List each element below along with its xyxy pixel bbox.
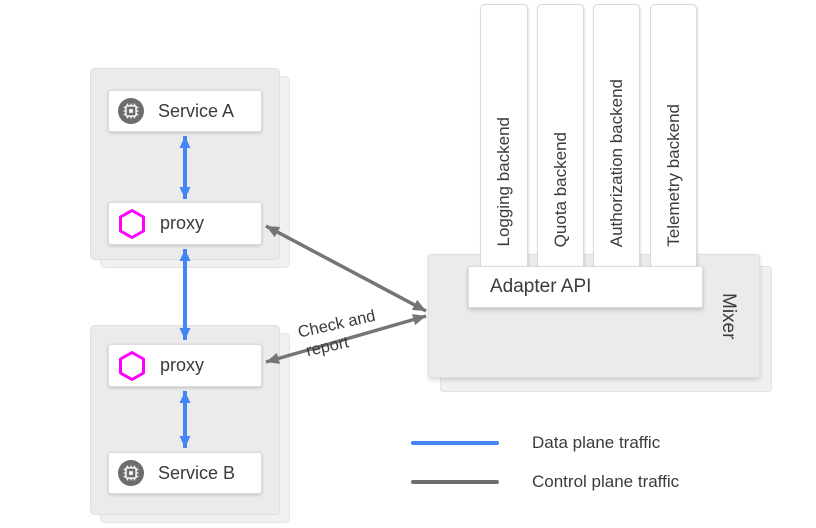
- data-plane-line-swatch: [411, 441, 499, 445]
- adapter-api-label: Adapter API: [490, 276, 592, 297]
- proxy-a-node: proxy: [108, 202, 262, 245]
- adapter-api-box: Adapter API: [468, 266, 703, 308]
- mixer-title: Mixer: [718, 292, 739, 340]
- proxy-hexagon-icon: [118, 208, 146, 240]
- control-plane-arrow-proxya-mixer: [265, 224, 427, 313]
- control-plane-line-swatch: [411, 480, 499, 484]
- backend-label: Authorization backend: [606, 78, 626, 247]
- service-a-label: Service A: [158, 100, 235, 121]
- legend-item-control-plane: Control plane traffic: [411, 472, 679, 492]
- backend-bar-telemetry: Telemetry backend: [650, 4, 697, 270]
- check-and-report-label: Check and report: [296, 297, 422, 362]
- backend-label: Logging backend: [494, 117, 513, 247]
- proxy-b-label: proxy: [160, 355, 205, 375]
- service-chip-icon: [118, 98, 144, 124]
- service-chip-icon: [118, 460, 144, 486]
- service-b-label: Service B: [158, 462, 236, 483]
- proxy-hexagon-icon: [118, 350, 146, 382]
- legend-item-data-plane: Data plane traffic: [411, 433, 660, 453]
- legend-label: Data plane traffic: [532, 433, 661, 452]
- proxy-b-node: proxy: [108, 344, 262, 387]
- backend-label: Telemetry backend: [663, 104, 683, 247]
- backend-bar-logging: Logging backend: [480, 4, 528, 270]
- service-b-node: Service B: [108, 452, 262, 494]
- proxy-a-label: proxy: [160, 213, 205, 233]
- backend-label: Quota backend: [550, 131, 570, 247]
- backend-bar-quota: Quota backend: [537, 4, 584, 270]
- backend-bar-authorization: Authorization backend: [593, 4, 640, 270]
- legend-label: Control plane traffic: [532, 472, 680, 491]
- service-a-node: Service A: [108, 90, 262, 132]
